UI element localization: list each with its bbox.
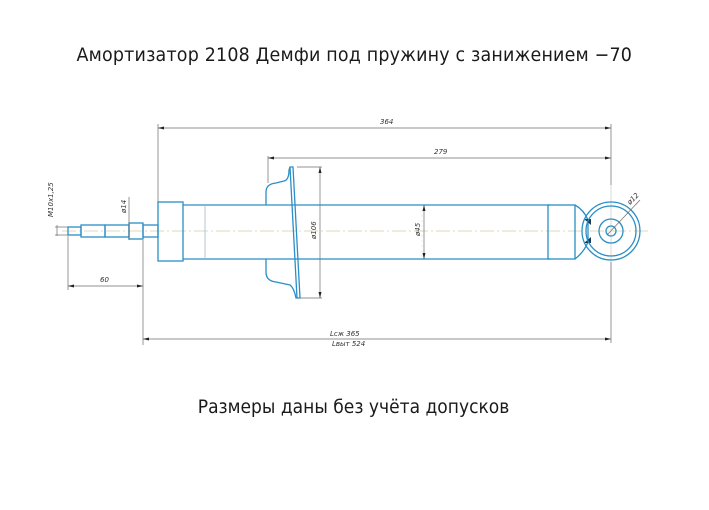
dim-364: 364 [380, 118, 393, 126]
dim-body-diameter: ø45 [414, 222, 422, 237]
arrowheads [68, 126, 611, 341]
spring-seat [265, 166, 301, 299]
dim-60: 60 [100, 276, 109, 284]
dim-thread: M10x1,25 [47, 182, 55, 217]
dim-compressed: Lсж 365 [330, 330, 360, 338]
dim-seat-diameter: ø106 [310, 221, 318, 240]
dim-279: 279 [434, 148, 448, 156]
tolerance-note: Размеры даны без учёта допусков [197, 396, 510, 418]
dim-rod-diameter: ø14 [120, 200, 128, 214]
mounting-eye [581, 201, 641, 261]
drawing-title: Амортизатор 2108 Демфи под пружину с зан… [76, 44, 633, 66]
top-cap [157, 201, 184, 262]
body-tube [183, 204, 589, 260]
piston-rod [67, 222, 159, 240]
dimension-lines [55, 124, 641, 345]
dim-extended: Lвыт 524 [332, 340, 365, 348]
dim-eye-diameter: ø12 [625, 191, 641, 207]
